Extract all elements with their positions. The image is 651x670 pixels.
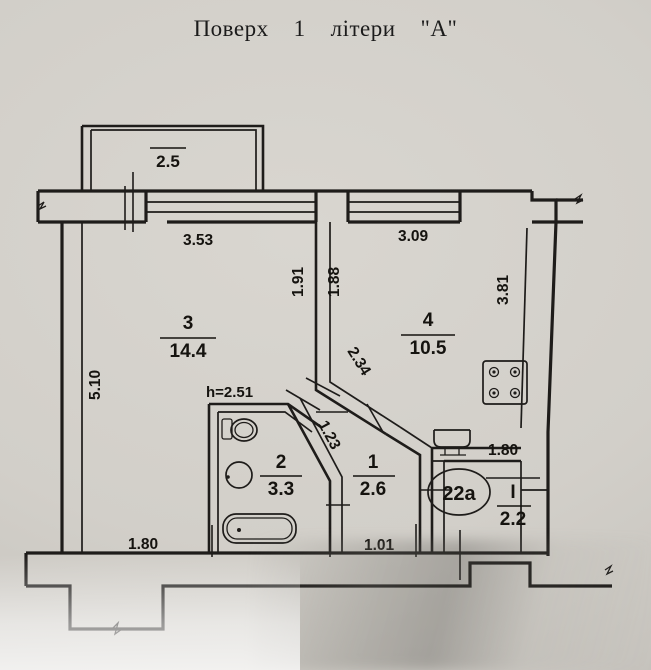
dim-bottom-left: 1.80 xyxy=(128,536,158,553)
top-exterior-wall xyxy=(36,189,584,224)
left-exterior-wall xyxy=(60,222,83,553)
apartment-number-badge: 22a xyxy=(427,468,491,516)
bottom-exterior-wall xyxy=(24,551,614,636)
room-2-area: 3.3 xyxy=(268,479,294,500)
dim-right-wall: 3.81 xyxy=(495,274,512,305)
room-2-number: 2 xyxy=(276,452,287,473)
window-right xyxy=(348,201,460,213)
door-ticks xyxy=(285,377,540,580)
window-left xyxy=(146,201,316,213)
kitchen-sink-fixture xyxy=(433,429,471,456)
apartment-number-value: 22a xyxy=(442,483,476,505)
dim-diagonal-lower: 1.23 xyxy=(314,418,343,453)
ceiling-height-note: h=2.51 xyxy=(206,384,253,401)
interior-wall-3-4 xyxy=(314,222,401,436)
dim-top-right: 3.09 xyxy=(398,228,429,245)
room-3-area: 14.4 xyxy=(170,341,207,362)
loggia-walls xyxy=(444,432,550,553)
dim-kitchen-bottom: 1.80 xyxy=(488,442,518,459)
room-4-number: 4 xyxy=(423,310,434,331)
dim-top-left: 3.53 xyxy=(183,232,214,249)
dim-diagonal-upper: 2.34 xyxy=(344,344,375,379)
balcony-area-label: 2.5 xyxy=(150,147,186,171)
room-1-area: 2.6 xyxy=(360,479,386,500)
room-I-label: I 2.2 xyxy=(497,482,531,530)
room-4-label: 4 10.5 xyxy=(401,310,455,359)
room-1-number: 1 xyxy=(368,452,379,473)
room-I-number: I xyxy=(510,482,515,503)
page-title: Поверх 1 літери "А" xyxy=(193,16,458,41)
toilet-fixture xyxy=(221,418,258,442)
dim-left-wall: 5.10 xyxy=(87,370,104,400)
room-1-label: 1 2.6 xyxy=(353,452,395,500)
bathroom-walls xyxy=(207,402,322,553)
washbasin-fixture xyxy=(225,461,253,489)
gas-stove-fixture xyxy=(482,360,528,405)
dim-inner-vertical-right: 1.88 xyxy=(326,266,343,297)
room-3-number: 3 xyxy=(183,313,194,334)
room-3-label: 3 14.4 xyxy=(160,313,216,362)
bathtub-fixture xyxy=(222,513,297,544)
dim-inner-vertical-left: 1.91 xyxy=(290,266,307,297)
balcony-area-value: 2.5 xyxy=(156,152,180,171)
balcony-outline xyxy=(80,124,265,191)
room-4-area: 10.5 xyxy=(410,338,447,359)
room-2-label: 2 3.3 xyxy=(260,452,302,500)
room-I-area: 2.2 xyxy=(500,509,526,530)
dim-bottom-corridor: 1.01 xyxy=(364,537,395,554)
balcony-door-tick xyxy=(124,172,134,232)
dimension-ticks xyxy=(211,411,417,557)
